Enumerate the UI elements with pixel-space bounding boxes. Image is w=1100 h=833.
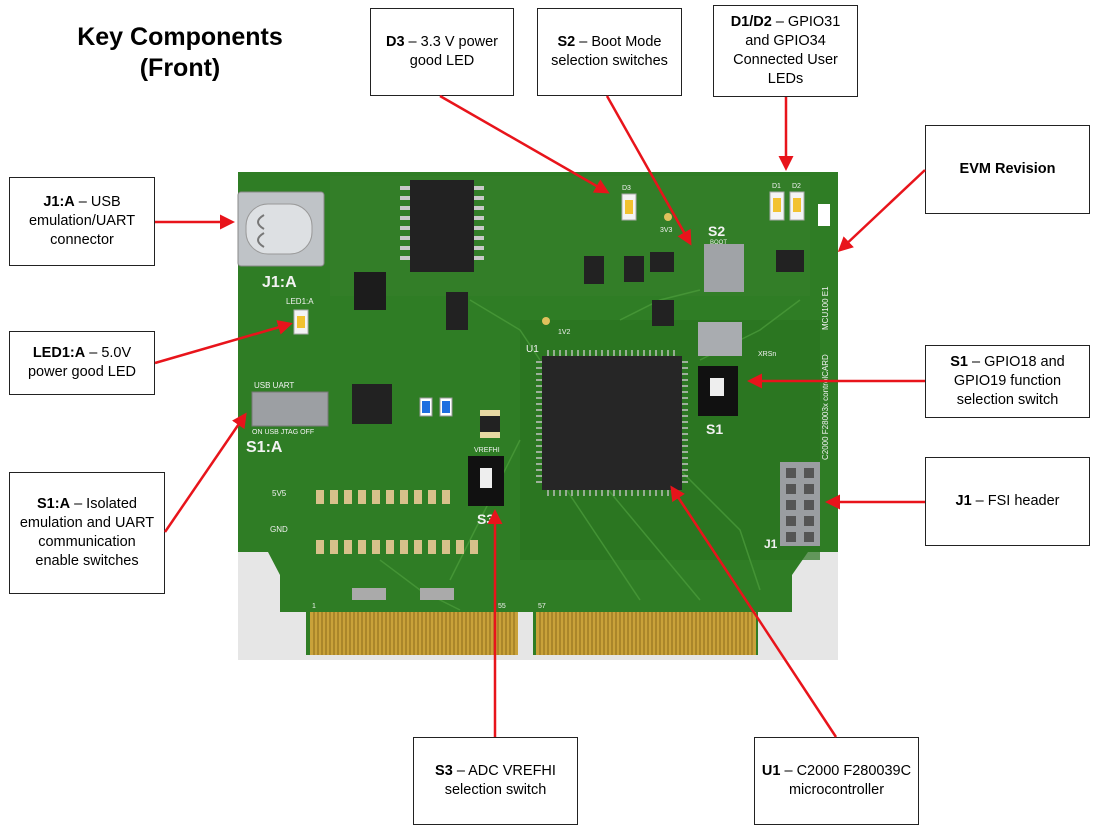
silk-3v3: 3V3 [660, 227, 673, 234]
chip-u1 [542, 356, 682, 490]
silk-pin1: 1 [312, 603, 316, 610]
silk-pin57: 57 [538, 603, 546, 610]
callout-s1-name: S1 [950, 354, 968, 370]
title-line-1: Key Components [77, 23, 283, 51]
silk-u1: U1 [526, 344, 539, 355]
arrow-u1 [670, 485, 838, 738]
chip-u3a [410, 180, 474, 272]
callout-d1d2: D1/D2 – GPIO31 and GPIO34 Connected User… [713, 5, 858, 97]
arrow-d3 [439, 94, 610, 194]
silk-d3: D3 [622, 185, 631, 192]
callout-s1a-desc: – Isolated emulation and UART communicat… [19, 496, 155, 569]
silk-usb-uart: USB UART [254, 381, 294, 390]
callout-evm-revision: EVM Revision [925, 125, 1090, 214]
silk-d2: D2 [792, 183, 801, 190]
callout-s2: S2 – Boot Mode selection switches [537, 8, 682, 96]
silk-j1a: J1:A [262, 274, 297, 291]
callout-s1: S1 – GPIO18 and GPIO19 function selectio… [925, 345, 1090, 418]
silk-xrsn: XRSn [758, 351, 776, 358]
silk-boot: BOOT [710, 240, 727, 246]
silk-1v2: 1V2 [558, 329, 571, 336]
callout-s1-desc: – GPIO18 and GPIO19 function selection s… [953, 354, 1065, 408]
silk-s1: S1 [706, 421, 723, 437]
callout-s2-desc: – Boot Mode selection switches [551, 34, 668, 69]
silk-rev-text: MCU100 E1 [821, 286, 830, 330]
callout-d3-desc: – 3.3 V power good LED [404, 34, 499, 69]
silk-d1: D1 [772, 183, 781, 190]
switch-s1a [251, 391, 329, 427]
edge-connector-right [536, 612, 756, 655]
switch-s2 [704, 244, 744, 292]
callout-led1a: LED1:A – 5.0V power good LED [9, 331, 155, 395]
callout-j1-desc: – FSI header [971, 493, 1060, 509]
silk-j1: J1 [764, 537, 778, 551]
callout-j1a-name: J1:A [43, 194, 75, 210]
callout-s2-name: S2 [557, 34, 576, 50]
callout-s3: S3 – ADC VREFHI selection switch [413, 737, 578, 825]
callout-d1d2-desc: – GPIO31 and GPIO34 Connected User LEDs [733, 14, 841, 87]
silk-s1a: S1:A [246, 439, 283, 456]
arrow-s1a [163, 412, 247, 533]
silk-s2: S2 [708, 223, 725, 239]
callout-s1a: S1:A – Isolated emulation and UART commu… [9, 472, 165, 594]
diagram-title: Key Components (Front) [40, 22, 320, 84]
callout-d1d2-name: D1/D2 [730, 14, 772, 30]
silk-gnd: GND [270, 525, 288, 534]
callout-u1: U1 – C2000 F280039C microcontroller [754, 737, 919, 825]
callout-evm-name: EVM Revision [959, 161, 1056, 177]
title-line-2: (Front) [139, 54, 221, 82]
callout-led1a-name: LED1:A [32, 345, 86, 361]
callout-j1-name: J1 [955, 493, 972, 509]
arrow-led1a [154, 320, 293, 365]
callout-s3-name: S3 [435, 763, 453, 779]
callout-s1a-name: S1:A [37, 496, 71, 512]
callout-led1a-desc: – 5.0V power good LED [27, 345, 136, 380]
callout-u1-desc: – C2000 F280039C microcontroller [780, 763, 912, 798]
silk-5v5: 5V5 [272, 489, 287, 498]
arrow-evm [837, 169, 926, 253]
callout-j1: J1 – FSI header [925, 457, 1090, 546]
silk-vrefhi: VREFHI [474, 447, 500, 454]
silk-usb-jtag: ON USB JTAG OFF [252, 429, 314, 436]
silk-side-text: C2000 F28003x controlCARD [821, 354, 830, 460]
callout-d3: D3 – 3.3 V power good LED [370, 8, 514, 96]
callout-s3-desc: – ADC VREFHI selection switch [444, 763, 556, 798]
callout-d3-name: D3 [385, 34, 405, 50]
silk-pin55: 55 [498, 603, 506, 610]
callout-u1-name: U1 [761, 763, 781, 779]
silk-led1a: LED1:A [286, 297, 314, 306]
callout-j1a-desc: – USB emulation/UART connector [28, 194, 136, 248]
arrow-s2 [605, 95, 692, 246]
callout-j1a: J1:A – USB emulation/UART connector [9, 177, 155, 266]
